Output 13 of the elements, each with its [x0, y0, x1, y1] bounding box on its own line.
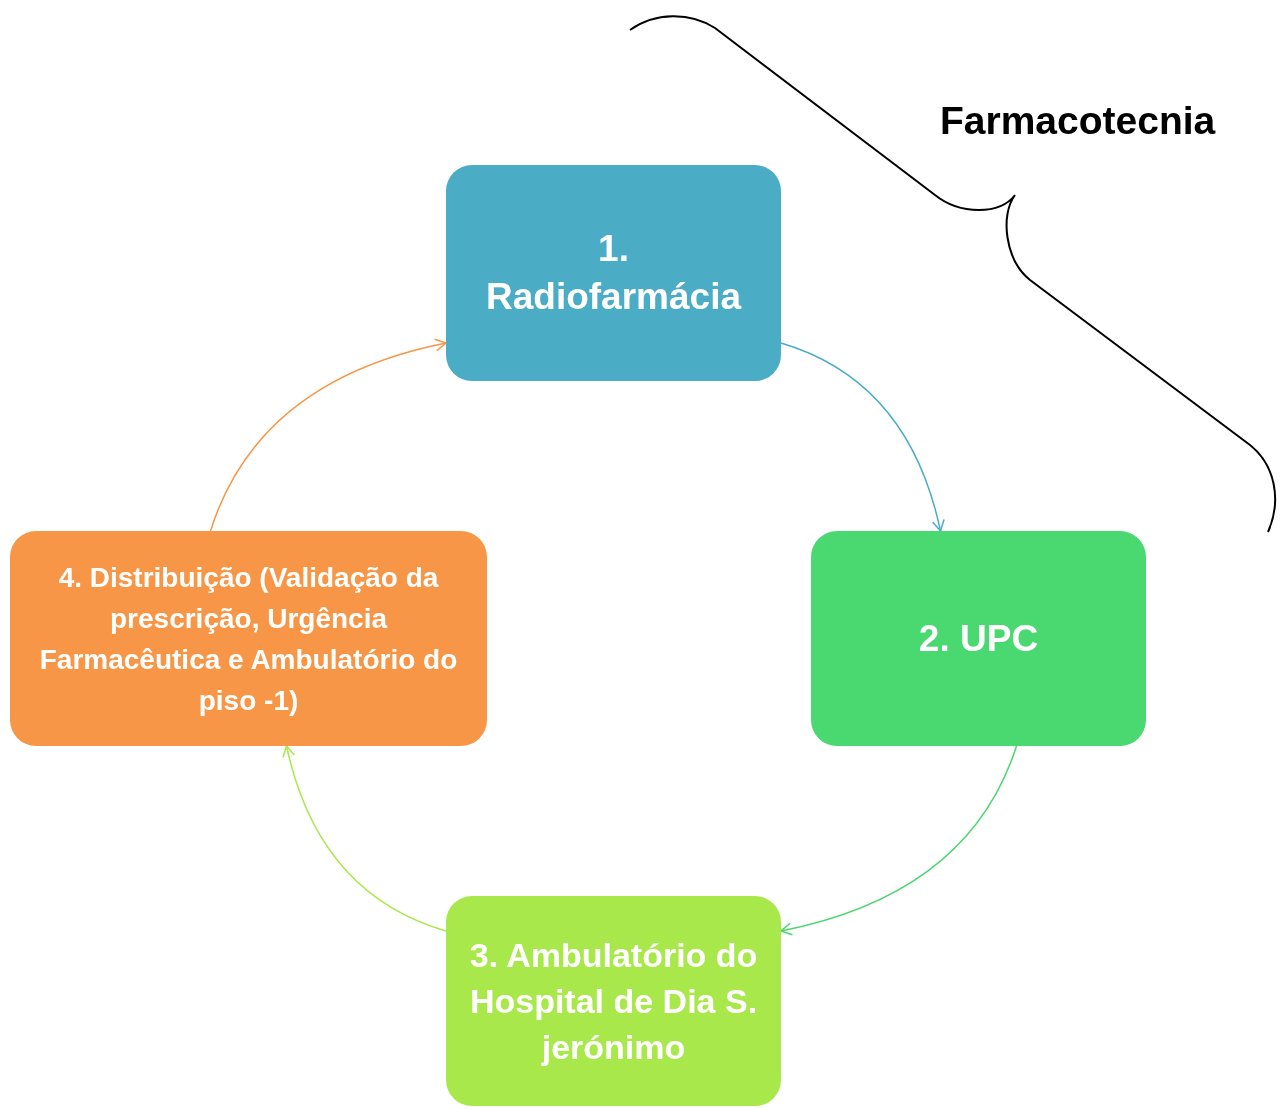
box-label: 3. Ambulatório do Hospital de Dia S. jerónimo [468, 935, 759, 1068]
process-box [446, 896, 781, 1106]
process-box [10, 531, 487, 746]
curved-arrow [282, 745, 447, 932]
group-label: Farmacotecnia [940, 98, 1216, 144]
process-box [811, 531, 1146, 746]
process-box [446, 165, 781, 381]
box-label: 4. Distribuição (Validação da prescrição, Urgência Farmacêutica e Ambulatório do piso -1) [38, 560, 459, 718]
curved-arrow [780, 745, 1018, 936]
curved-arrow [780, 342, 945, 532]
box-label: 1. Radiofarmácia [485, 227, 743, 319]
curved-arrow [209, 338, 447, 532]
box-label: 2. UPC [918, 616, 1039, 661]
